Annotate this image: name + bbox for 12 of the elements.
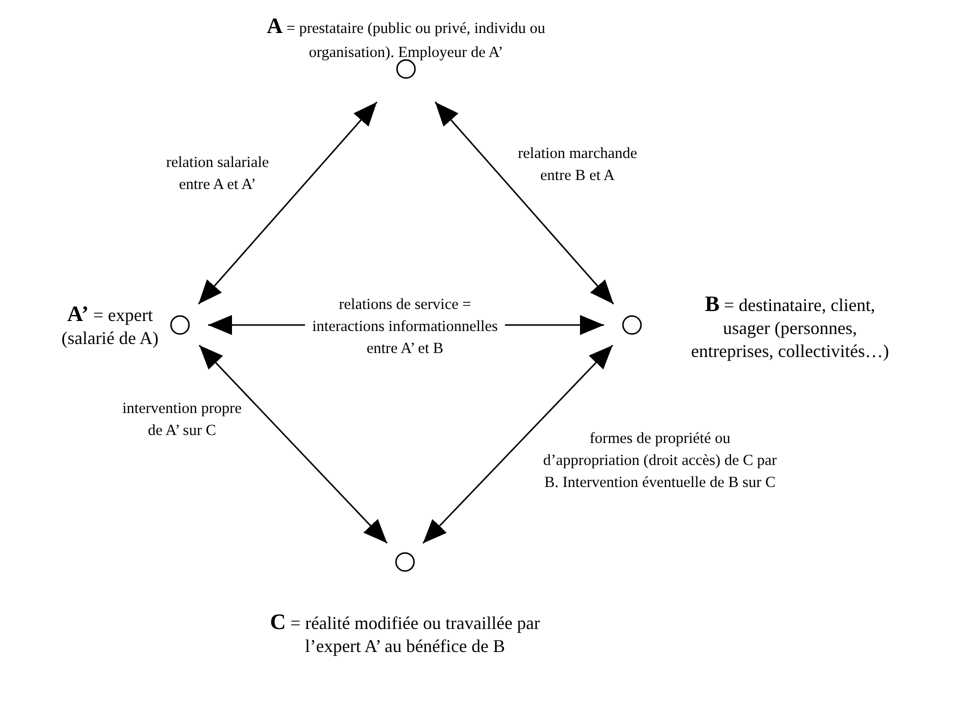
edge-label: relation marchande entre B et A bbox=[516, 144, 638, 186]
double-arrow bbox=[198, 344, 388, 544]
node-label: B = destinataire, client, usager (personnes, entreprises, collectivités…) bbox=[690, 292, 890, 363]
double-arrow bbox=[422, 344, 614, 544]
double-arrow bbox=[434, 101, 614, 304]
edge-label: intervention propre de A’ sur C bbox=[121, 399, 243, 441]
edge-label: formes de propriété ou d’appropriation (droit accès) de C par B. Intervention éventuelle de B sur C bbox=[542, 429, 778, 493]
node-label: A = prestataire (public ou privé, individu ou organisation). Employeur de A’ bbox=[266, 14, 546, 63]
node-label: A’ = expert (salarié de A) bbox=[60, 302, 160, 350]
edge-label: relation salariale entre A et A’ bbox=[165, 153, 270, 195]
node-label: C = réalité modifiée ou travaillée par l’expert A’ au bénéfice de B bbox=[269, 610, 541, 658]
double-arrow bbox=[198, 101, 378, 304]
